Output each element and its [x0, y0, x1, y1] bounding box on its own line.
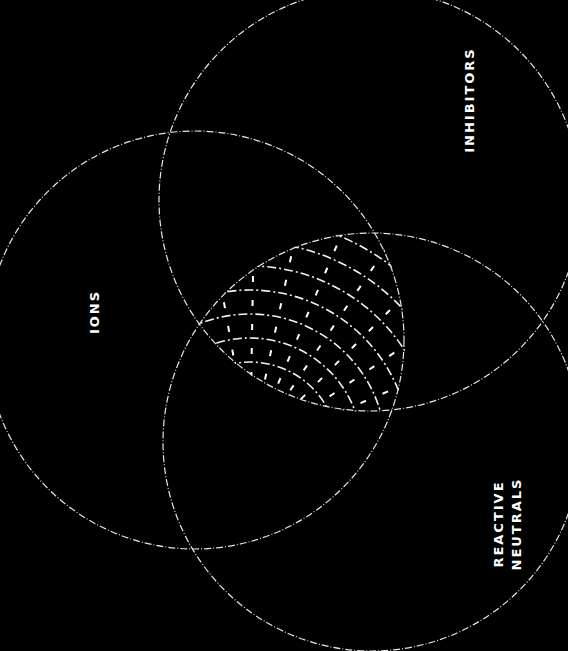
venn-circle: INHIBITORS	[158, 0, 568, 412]
grid-arc	[186, 386, 314, 514]
circle-line	[159, 0, 568, 411]
venn-circle: REACTIVE NEUTRALS	[162, 232, 568, 651]
grid-arc	[0, 194, 506, 651]
etched-grid	[0, 130, 568, 651]
circle-line	[0, 131, 404, 549]
circle-label: REACTIVE NEUTRALS	[489, 475, 526, 574]
grid-spoke	[250, 325, 545, 450]
grid-spoke	[250, 444, 568, 450]
grid-arc	[90, 290, 410, 610]
grid-spoke	[250, 185, 429, 450]
grid-spoke	[250, 130, 256, 450]
circle-label: INHIBITORS	[460, 44, 480, 155]
grid-arc	[138, 338, 362, 562]
grid-spoke	[250, 383, 563, 450]
venn-circle: IONS	[0, 130, 405, 550]
circle-label: IONS	[85, 287, 105, 337]
grid-arc	[18, 218, 482, 651]
grid-spoke	[250, 271, 515, 450]
grid-arc	[162, 362, 338, 538]
circle-outline	[0, 130, 405, 550]
grid-spoke	[250, 155, 375, 450]
grid-spoke	[194, 135, 250, 450]
grid-arc	[114, 314, 386, 586]
grid-arc	[66, 266, 434, 634]
circle-line	[163, 233, 568, 651]
grid-spoke	[250, 137, 317, 450]
grid-arc	[42, 242, 458, 651]
grid-spoke	[250, 224, 476, 450]
circle-outline	[162, 232, 568, 651]
grid-arc	[210, 410, 290, 490]
circle-outline	[158, 0, 568, 412]
